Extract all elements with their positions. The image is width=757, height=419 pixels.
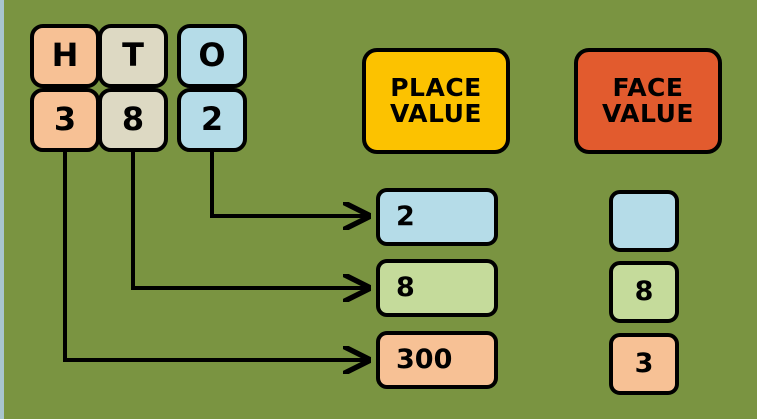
connector-tens <box>131 150 368 288</box>
place-value-title-line1: PLACE <box>390 72 482 102</box>
place-value-box-hundreds[interactable]: 300 <box>376 331 498 389</box>
place-digit-ones[interactable]: 2 <box>177 88 247 152</box>
left-edge-strip <box>0 0 4 419</box>
place-value-title: PLACE VALUE <box>362 48 510 154</box>
place-header-hundreds[interactable]: H <box>30 24 100 88</box>
place-digit-tens[interactable]: 8 <box>98 88 168 152</box>
place-header-ones[interactable]: O <box>177 24 247 88</box>
place-header-tens[interactable]: T <box>98 24 168 88</box>
place-value-title-line2: VALUE <box>390 99 482 128</box>
face-value-title-line2: VALUE <box>602 99 694 128</box>
connector-ones <box>210 150 368 216</box>
face-value-title: FACE VALUE <box>574 48 722 154</box>
place-digit-hundreds[interactable]: 3 <box>30 88 100 152</box>
face-value-box-tens[interactable]: 8 <box>609 261 679 323</box>
place-value-box-ones[interactable]: 2 <box>376 188 498 246</box>
place-value-box-tens[interactable]: 8 <box>376 259 498 317</box>
face-value-box-ones[interactable] <box>609 190 679 252</box>
face-value-title-line1: FACE <box>612 72 684 102</box>
face-value-box-hundreds[interactable]: 3 <box>609 333 679 395</box>
connector-hundreds <box>63 150 368 360</box>
